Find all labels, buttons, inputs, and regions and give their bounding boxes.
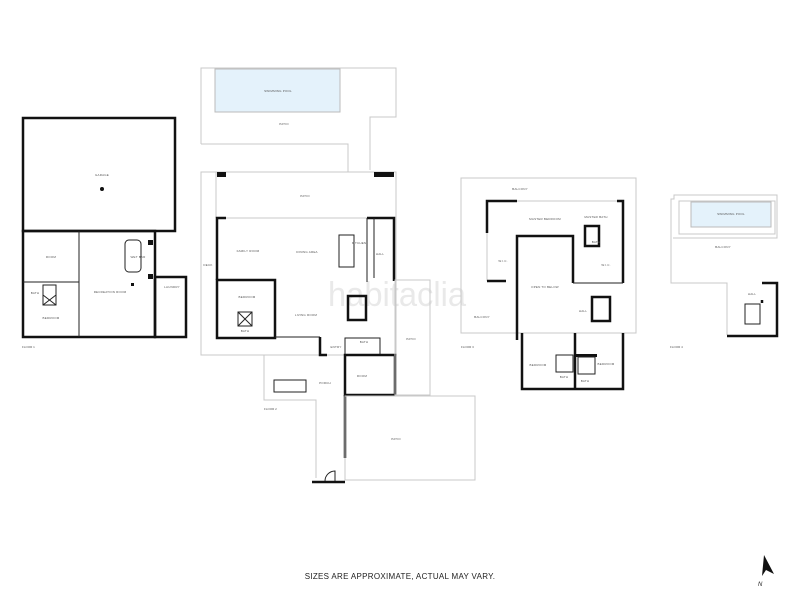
floor-1-label: FLOOR 1 — [22, 345, 35, 349]
label-balcony-left: BALCONY — [474, 315, 490, 319]
label-kitchen: KITCHEN — [352, 241, 367, 245]
floor-1: GARAGE ROOM BATH BEDROOM RECREATION ROOM… — [21, 116, 188, 349]
swimming-pool-roof — [690, 201, 772, 228]
lower-outline — [21, 229, 157, 339]
label-deck: DECK — [203, 263, 212, 267]
label-family-room: FAMILY ROOM — [237, 249, 260, 253]
column — [100, 187, 104, 191]
label-bath: BATH — [31, 291, 40, 295]
label-bath: BATH — [241, 329, 250, 333]
label-hall: HALL — [376, 252, 384, 256]
label-bath: BATH — [592, 240, 601, 244]
label-dining-area: DINING AREA — [296, 250, 318, 254]
label-laundry: LAUNDRY — [164, 285, 180, 289]
label-room: ROOM — [46, 255, 56, 259]
label-wic-left: W.I.C. — [498, 259, 507, 263]
label-bedroom-left: BEDROOM — [530, 363, 547, 367]
label-bath-right: BATH — [581, 379, 590, 383]
label-master-bath: MASTER BATH — [584, 215, 607, 219]
label-wet-bar: WET BAR — [130, 255, 146, 259]
label-hall: HALL — [748, 292, 756, 296]
north-arrow-icon: N — [758, 555, 774, 588]
label-entry: ENTRY — [330, 345, 341, 349]
label-recreation-room: RECREATION ROOM — [94, 290, 127, 294]
label-bath-left: BATH — [560, 375, 569, 379]
label-bath-2: BATH — [360, 340, 369, 344]
label-wic-right: W.I.C. — [601, 263, 610, 267]
floor-3: BALCONY MASTER BEDROOM MASTER BATH BATH … — [460, 177, 637, 391]
swimming-pool — [214, 68, 341, 113]
label-patio-top: PATIO — [279, 122, 289, 126]
floor-4: SWIMMING POOL BALCONY HALL FLOOR 4 — [670, 194, 779, 349]
label-balcony: BALCONY — [715, 245, 731, 249]
label-room: ROOM — [357, 374, 367, 378]
label-bedroom: BEDROOM — [43, 316, 60, 320]
label-open-to-below: OPEN TO BELOW — [531, 285, 559, 289]
floor-2-label: FLOOR 2 — [264, 407, 277, 411]
label-hall: HALL — [579, 309, 587, 313]
label-patio: PATIO — [300, 194, 310, 198]
label-master-bedroom: MASTER BEDROOM — [529, 217, 561, 221]
label-porch: PORCH — [319, 381, 331, 385]
label-pool: SWIMMING POOL — [264, 89, 292, 93]
floor-3-label: FLOOR 3 — [461, 345, 474, 349]
label-living-room: LIVING ROOM — [295, 313, 318, 317]
label-balcony-top: BALCONY — [512, 187, 528, 191]
bedroom-outline — [215, 278, 277, 340]
disclaimer: SIZES ARE APPROXIMATE, ACTUAL MAY VARY. — [304, 572, 496, 581]
laundry-outline — [153, 275, 188, 339]
label-bedroom-right: BEDROOM — [598, 362, 615, 366]
label-bedroom: BEDROOM — [239, 295, 256, 299]
label-patio-bottom: PATIO — [391, 437, 401, 441]
floor-4-label: FLOOR 4 — [670, 345, 683, 349]
label-garage: GARAGE — [95, 173, 109, 177]
label-pool: SWIMMING POOL — [717, 212, 745, 216]
floor-2: SWIMMING POOL PATIO PATIO FAMILY ROOM DI… — [200, 67, 476, 484]
room-outline — [343, 353, 397, 397]
north-label: N — [758, 582, 763, 588]
label-patio-side: PATIO — [406, 337, 416, 341]
